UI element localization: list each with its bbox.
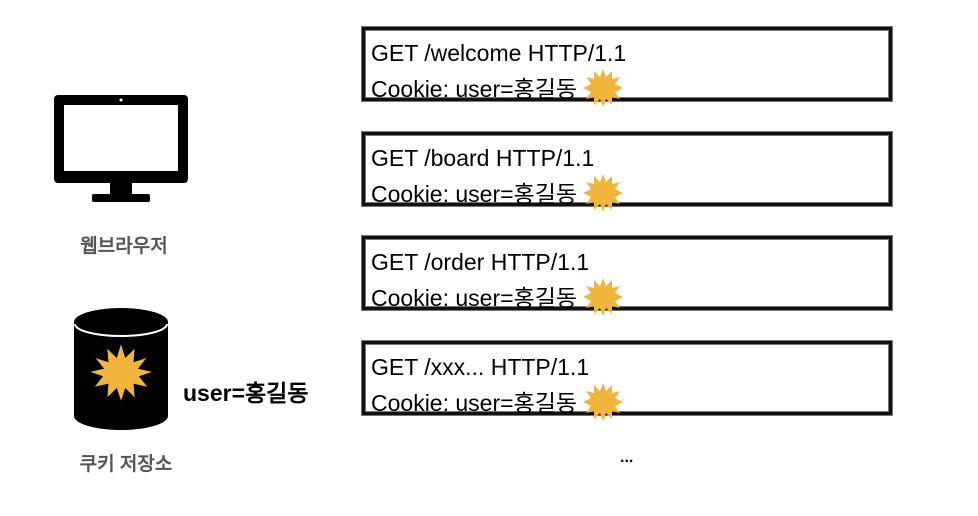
cookie-header: Cookie: user=홍길동 [371,181,578,207]
stored-cookie-value: user=홍길동 [183,380,309,406]
cookie-header-line: Cookie: user=홍길동 [371,69,889,108]
cookie-header-line: Cookie: user=홍길동 [371,174,889,213]
http-request-box: GET /welcome HTTP/1.1 Cookie: user=홍길동 [362,27,892,107]
database-icon [74,308,168,430]
cookie-icon [583,278,624,316]
cookie-icon [90,344,152,401]
http-request-box: GET /xxx... HTTP/1.1 Cookie: user=홍길동 [362,341,892,421]
browser-label: 웹브라우저 [80,236,168,257]
cookie-icon [583,174,624,212]
cookie-header-line: Cookie: user=홍길동 [371,278,889,317]
request-line: GET /welcome HTTP/1.1 [371,40,627,66]
cookie-icon [583,383,624,421]
monitor-icon [54,95,188,202]
cookie-store-label: 쿠키 저장소 [79,454,173,475]
request-line: GET /order HTTP/1.1 [371,249,590,275]
cookie-header-line: Cookie: user=홍길동 [371,383,889,422]
http-request-box: GET /board HTTP/1.1 Cookie: user=홍길동 [362,132,892,212]
http-request-box: GET /order HTTP/1.1 Cookie: user=홍길동 [362,236,892,316]
cookie-header: Cookie: user=홍길동 [371,285,578,311]
cookie-icon [583,69,624,107]
request-line: GET /board HTTP/1.1 [371,145,595,171]
request-line: GET /xxx... HTTP/1.1 [371,354,590,380]
cookie-header: Cookie: user=홍길동 [371,76,578,102]
more-requests-ellipsis: ... [620,449,634,466]
cookie-header: Cookie: user=홍길동 [371,390,578,416]
